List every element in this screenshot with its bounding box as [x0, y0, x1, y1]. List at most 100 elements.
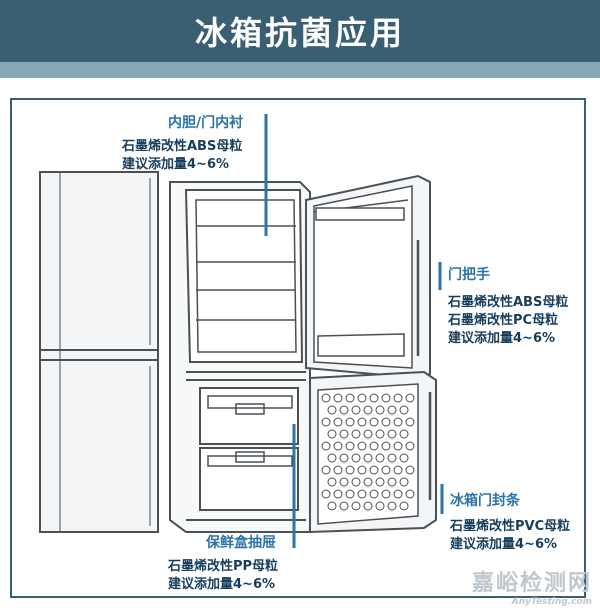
door-dot: [405, 489, 415, 499]
door-dot: [339, 453, 349, 463]
callout-seal: 冰箱门封条: [450, 492, 520, 510]
door-dot: [339, 477, 349, 487]
door-dot: [381, 393, 391, 403]
door-dot: [357, 393, 367, 403]
door-dot: [399, 501, 409, 511]
door-dot: [345, 489, 355, 499]
door-dot: [357, 465, 367, 475]
door-dot: [363, 453, 373, 463]
door-dot: [375, 477, 385, 487]
callout-liner: 内胆/门内衬: [168, 114, 243, 132]
door-dot: [351, 405, 361, 415]
door-dot: [387, 429, 397, 439]
door-dot: [363, 405, 373, 415]
closed-fridge: [39, 171, 159, 533]
callout-liner-material: 石墨烯改性ABS母粒: [122, 139, 243, 154]
door-dot: [399, 429, 409, 439]
door-dot: [327, 405, 337, 415]
door-dot: [321, 393, 331, 403]
upper-open-door: [305, 174, 431, 380]
door-dot: [327, 429, 337, 439]
callout-handle-title: 门把手: [448, 267, 490, 283]
callout-drawer-title: 保鲜盒抽屉: [206, 535, 276, 551]
door-dot: [405, 465, 415, 475]
door-dot: [363, 477, 373, 487]
door-dot: [405, 441, 415, 451]
door-dot: [393, 417, 403, 427]
door-dot: [321, 465, 331, 475]
door-dot: [375, 453, 385, 463]
door-dot: [333, 441, 343, 451]
door-dot: [345, 465, 355, 475]
callout-seal-title: 冰箱门封条: [450, 493, 520, 509]
door-dot: [357, 441, 367, 451]
door-dot: [327, 453, 337, 463]
callout-liner-dosage: 建议添加量4~6%: [122, 157, 230, 172]
door-dot: [345, 393, 355, 403]
door-dot: [339, 429, 349, 439]
door-dot: [369, 393, 379, 403]
door-dot: [375, 429, 385, 439]
door-dot: [387, 501, 397, 511]
callout-handle-dosage: 建议添加量4~6%: [448, 331, 556, 346]
door-dot: [375, 501, 385, 511]
door-dot: [369, 441, 379, 451]
door-dot: [399, 405, 409, 415]
callout-handle-material-2: 石墨烯改性PC母粒: [448, 313, 559, 328]
door-dot: [387, 405, 397, 415]
door-dot: [393, 441, 403, 451]
door-dot: [321, 417, 331, 427]
door-dot: [351, 477, 361, 487]
door-dot: [399, 453, 409, 463]
callout-liner-details: 石墨烯改性ABS母粒 建议添加量4~6%: [122, 138, 242, 174]
door-dot: [381, 441, 391, 451]
door-dot: [333, 489, 343, 499]
door-dot: [369, 465, 379, 475]
door-dot: [369, 489, 379, 499]
callout-seal-dosage: 建议添加量4~6%: [450, 537, 558, 552]
door-dot: [339, 501, 349, 511]
door-dot: [393, 489, 403, 499]
page-title: 冰箱抗菌应用: [194, 14, 405, 52]
door-dot: [357, 489, 367, 499]
door-dot: [345, 417, 355, 427]
door-dot-pattern: [321, 393, 415, 511]
door-dot: [321, 441, 331, 451]
door-dot: [399, 477, 409, 487]
door-dot: [393, 465, 403, 475]
door-dot: [387, 453, 397, 463]
door-dot: [405, 393, 415, 403]
door-dot: [327, 477, 337, 487]
callout-handle-material-1: 石墨烯改性ABS母粒: [448, 295, 569, 310]
door-dot: [351, 501, 361, 511]
callout-handle: 门把手: [448, 266, 490, 284]
door-dot: [393, 393, 403, 403]
door-dot: [333, 417, 343, 427]
door-dot: [333, 465, 343, 475]
callout-drawer-details: 石墨烯改性PP母粒 建议添加量4~6%: [168, 558, 278, 594]
door-dot: [327, 501, 337, 511]
diagram-frame: [10, 98, 586, 598]
door-dot: [375, 405, 385, 415]
callout-drawer: 保鲜盒抽屉: [206, 534, 276, 552]
callout-liner-title: 内胆/门内衬: [168, 115, 244, 131]
watermark-en: AnyTesting.com: [511, 597, 592, 607]
callout-seal-details: 石墨烯改性PVC母粒 建议添加量4~6%: [450, 518, 570, 554]
open-fridge-body: [169, 181, 311, 533]
door-dot: [363, 501, 373, 511]
door-dot: [369, 417, 379, 427]
door-dot: [351, 453, 361, 463]
door-dot: [333, 393, 343, 403]
door-dot: [339, 405, 349, 415]
door-dot: [381, 489, 391, 499]
door-dot: [345, 441, 355, 451]
door-dot: [405, 417, 415, 427]
door-dot: [357, 417, 367, 427]
callout-lines: [264, 114, 444, 548]
callout-handle-details: 石墨烯改性ABS母粒 石墨烯改性PC母粒 建议添加量4~6%: [448, 294, 568, 348]
watermark-cn: 嘉峪检测网: [471, 571, 592, 596]
door-dot: [381, 465, 391, 475]
callout-seal-material: 石墨烯改性PVC母粒: [450, 519, 571, 534]
callout-drawer-dosage: 建议添加量4~6%: [168, 577, 276, 592]
